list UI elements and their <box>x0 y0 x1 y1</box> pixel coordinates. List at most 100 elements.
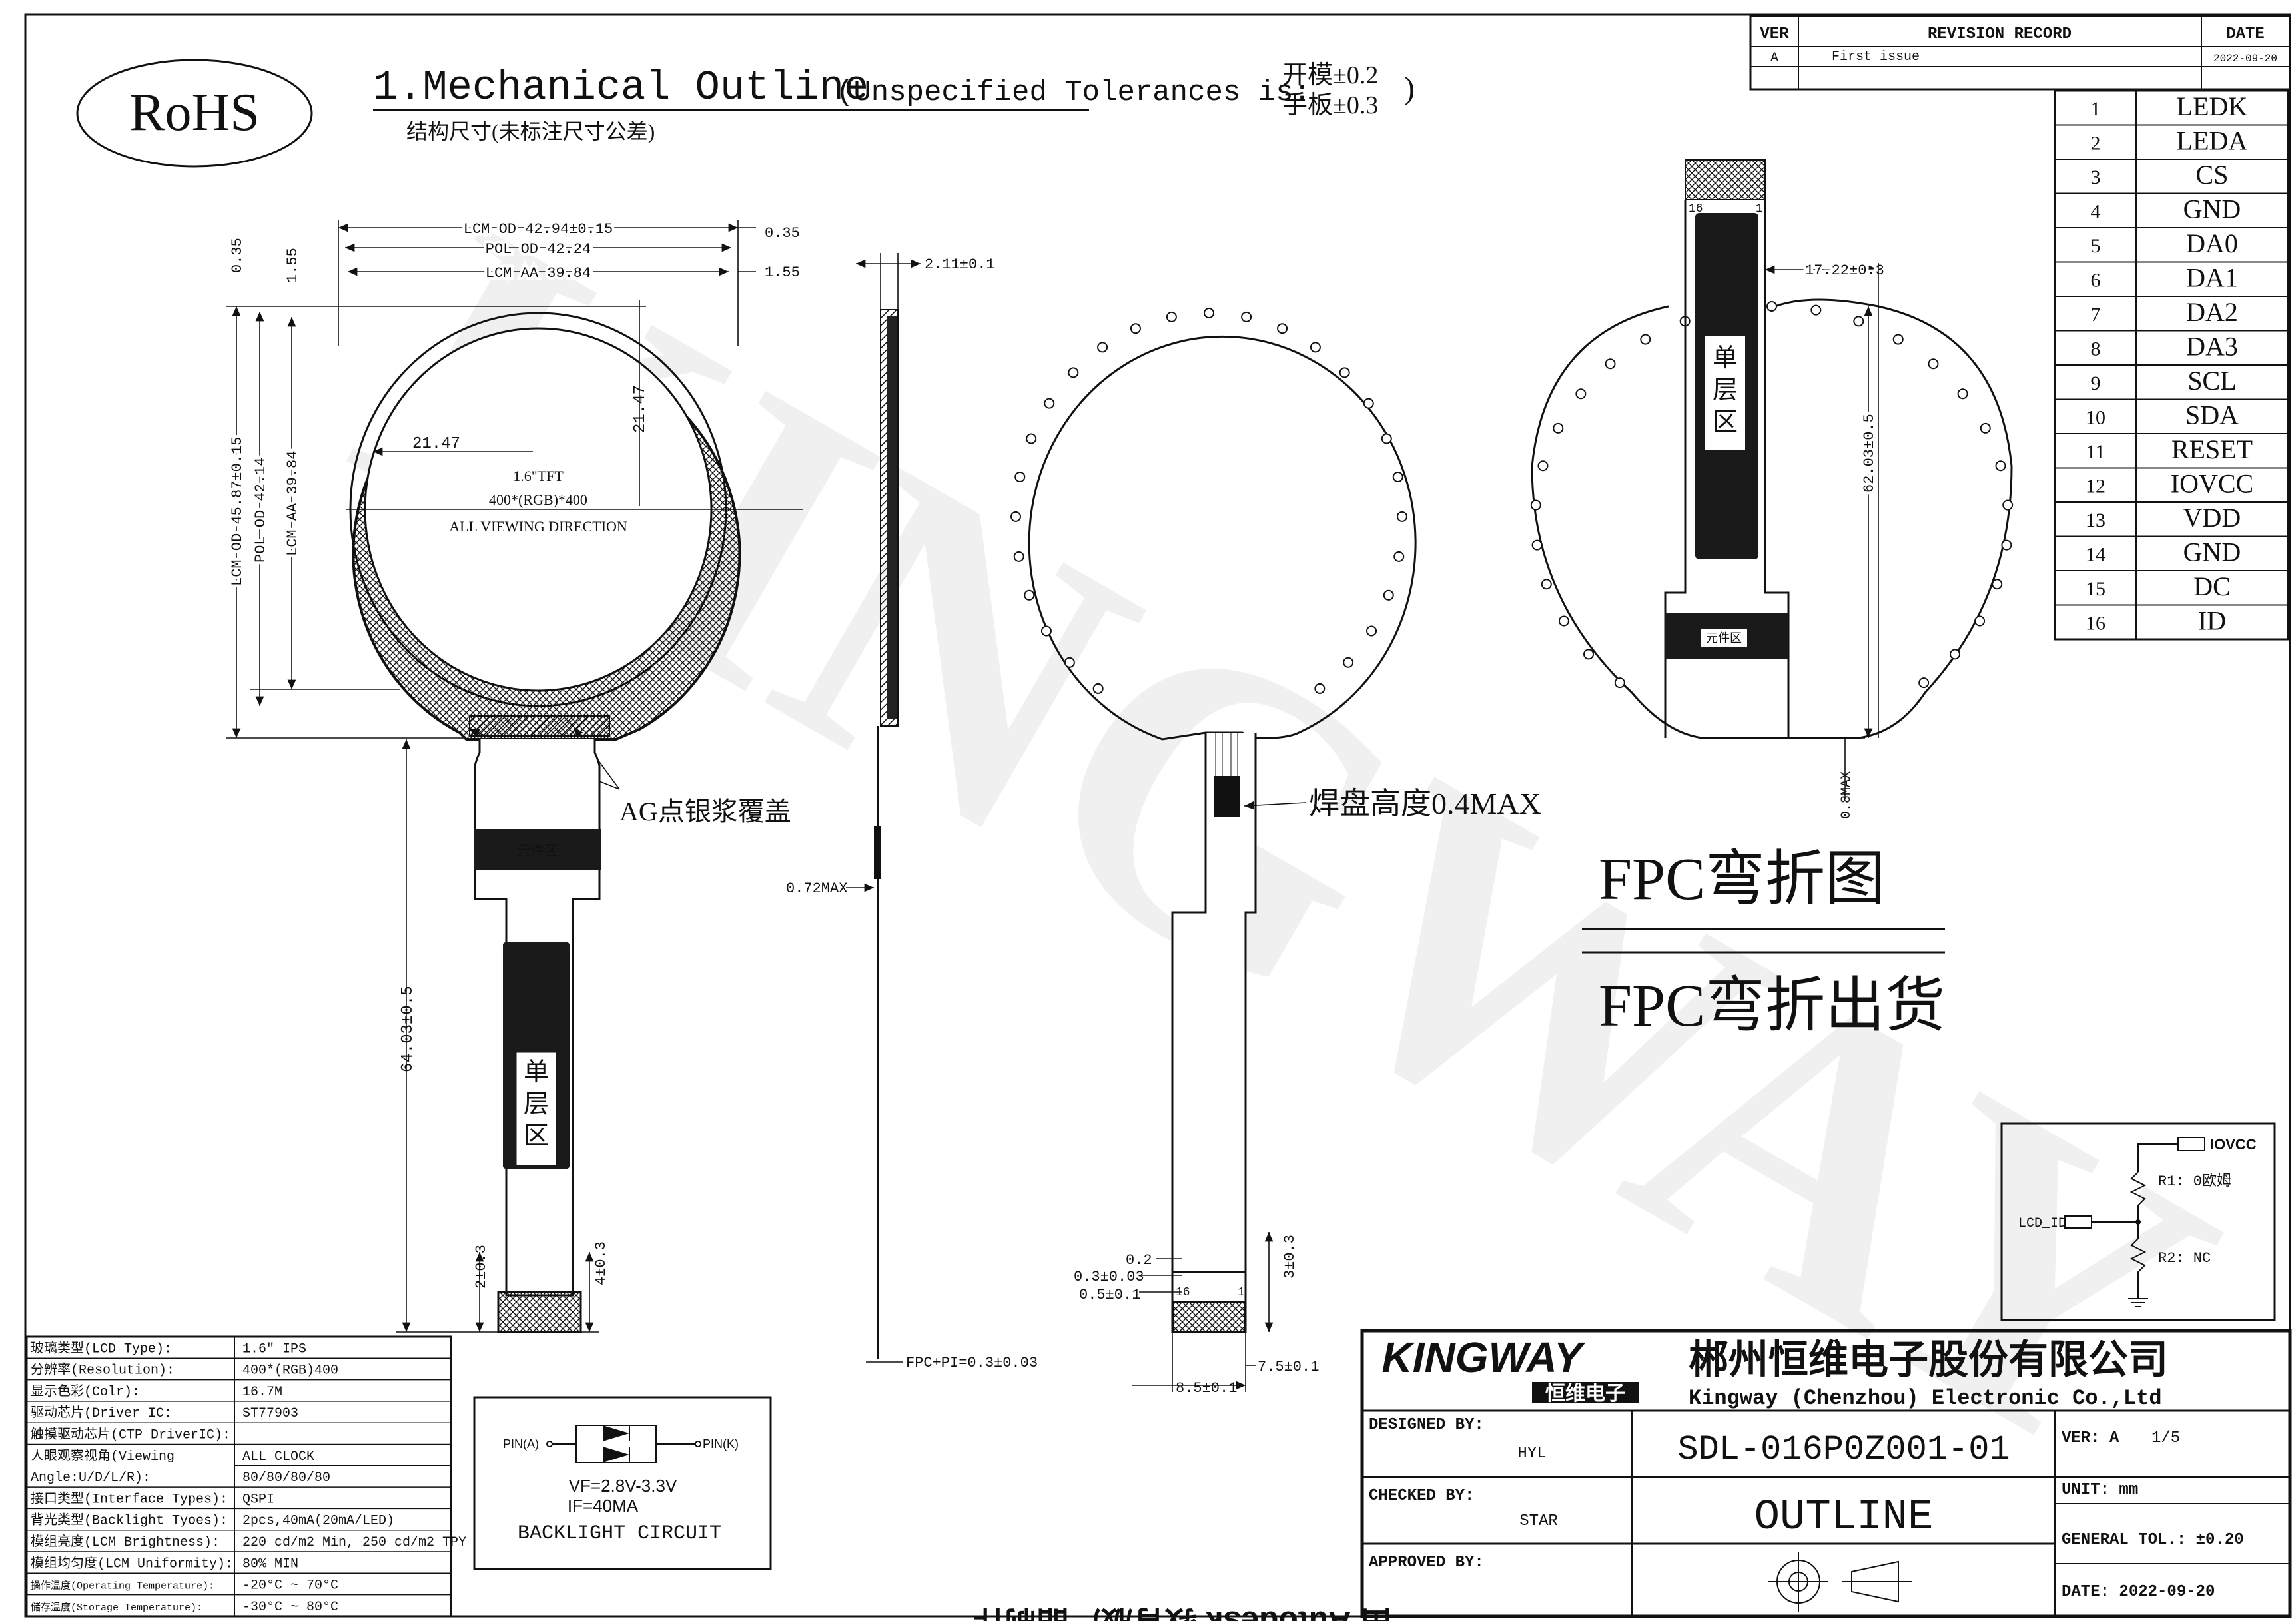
dim-bent-max: 0.8MAX <box>1839 771 1854 819</box>
iovcc-label: IOVCC <box>2210 1136 2257 1153</box>
bent-outline <box>1531 298 2013 739</box>
rohs-label: RoHS <box>129 83 260 142</box>
bent-single-layer-1: 单 <box>1713 344 1738 372</box>
back-gold-fingers <box>1173 1301 1245 1333</box>
pin-number: 16 <box>2086 613 2105 635</box>
page-title: 1.Mechanical Outline <box>373 64 869 111</box>
pin-signal: GND <box>2183 537 2241 567</box>
component-zone-label: 元件区 <box>518 843 558 858</box>
rohs-ellipse <box>76 59 313 168</box>
pin-signal: LEDK <box>2177 91 2248 121</box>
checked-by: STAR <box>1519 1512 1558 1530</box>
pin-signal: CS <box>2196 160 2229 190</box>
spec-label: Angle:U/D/L/R): <box>31 1470 151 1486</box>
revision-ver: A <box>1770 51 1778 66</box>
component-zone <box>474 829 601 870</box>
dim-center-y: 21.47 <box>631 385 649 433</box>
backlight-pin-k: PIN(K) <box>703 1437 739 1451</box>
bent-single-layer-2: 层 <box>1713 376 1738 404</box>
dim-02: 0.2 <box>1126 1252 1152 1269</box>
pin-signal: ID <box>2198 606 2226 636</box>
designed-by: HYL <box>1517 1445 1546 1462</box>
spec-value: 16.7M <box>242 1385 282 1400</box>
ag-silver-note: AG点银浆覆盖 <box>619 797 791 826</box>
revision-record: First issue <box>1832 49 1920 65</box>
single-layer-char-1: 单 <box>524 1058 549 1086</box>
spec-label: 驱动芯片(Driver IC: <box>31 1405 172 1421</box>
dim-lcm-aa-width: LCM AA 39.84 <box>486 265 591 282</box>
tolerance-open-mold: 开模±0.2 <box>1282 61 1378 89</box>
pin-signal: DA0 <box>2186 228 2238 258</box>
general-tolerance: GENERAL TOL.: ±0.20 <box>2062 1531 2244 1549</box>
version-label: VER: A <box>2062 1429 2119 1447</box>
spec-value: -30°C ~ 80°C <box>242 1600 338 1615</box>
pin-signal: LEDA <box>2177 126 2248 156</box>
revision-header-ver: VER <box>1760 25 1789 43</box>
pin-number: 9 <box>2091 372 2101 394</box>
dim-lcm-od-height: LCM OD 45.87±0.15 <box>229 437 246 586</box>
pin-number: 1 <box>2091 98 2101 120</box>
pin-signal: RESET <box>2171 434 2253 464</box>
tolerance-hand-board: 手板±0.3 <box>1282 91 1378 119</box>
pin-signal: DA3 <box>2186 332 2238 362</box>
dim-bent-width: 17.22±0.3 <box>1805 262 1884 279</box>
spec-value: -20°C ~ 70°C <box>242 1578 338 1594</box>
dim-thickness: 2.11±0.1 <box>925 256 995 273</box>
revision-date: 2022-09-20 <box>2213 53 2277 65</box>
bent-pin16: 16 <box>1689 202 1703 216</box>
drawing-date: DATE: 2022-09-20 <box>2062 1583 2215 1601</box>
kingway-logo: KINGWAY <box>1381 1333 1585 1381</box>
document-title: OUTLINE <box>1754 1494 1934 1542</box>
pin-number: 10 <box>2086 407 2105 429</box>
revision-header-date: DATE <box>2226 25 2265 43</box>
backlight-circuit: PIN(A) PIN(K) VF=2.8V-3.3V IF=40MA BACKL… <box>473 1396 772 1570</box>
dim-right-035: 0.35 <box>765 225 800 242</box>
single-layer-char-3: 区 <box>524 1122 549 1150</box>
spec-label: 触摸驱动芯片(CTP DriverIC): <box>31 1426 230 1443</box>
spec-value: QSPI <box>242 1492 274 1507</box>
dim-2: 2±0.3 <box>473 1245 490 1289</box>
bent-view: 16 1 单 层 区 元件区 17.22±0.3 62.03±0.5 0.8MA… <box>1530 159 2014 819</box>
pin-number: 15 <box>2086 578 2105 600</box>
pin-signal: GND <box>2183 194 2241 224</box>
spec-value: 400*(RGB)400 <box>242 1363 338 1379</box>
dim-85: 8.5±0.1 <box>1176 1380 1237 1397</box>
bent-component-label: 元件区 <box>1706 631 1742 645</box>
dim-left-155: 1.55 <box>284 248 301 283</box>
id-circuit: IOVCC R1: 0欧姆 LCD_ID R2: NC <box>2000 1122 2276 1321</box>
pin-signal: DC <box>2193 571 2231 601</box>
pin-number: 5 <box>2091 235 2101 257</box>
back-pin16: 16 <box>1176 1286 1190 1299</box>
revision-table: VER REVISION RECORD DATE A First issue 2… <box>1749 15 2291 91</box>
dim-center-x: 21.47 <box>412 435 460 453</box>
company-name-cn: 郴州恒维电子股份有限公司 <box>1689 1337 2168 1382</box>
r2-label: R2: NC <box>2158 1250 2211 1267</box>
viewing-label: ALL VIEWING DIRECTION <box>449 518 627 535</box>
dim-lcm-aa-height: LCM AA 39.84 <box>284 451 301 556</box>
spec-label: 操作温度(Operating Temperature): <box>31 1580 214 1592</box>
tolerance-close: ) <box>1404 71 1415 106</box>
back-outline <box>1028 335 1417 741</box>
back-view: 焊盘高度0.4MAX 16 1 0.2 0.3±0.03 0.5±0.1 3±0… <box>1010 308 1541 1397</box>
backlight-vf: VF=2.8V-3.3V <box>569 1476 677 1496</box>
spec-label: 模组均匀度(LCM Uniformity): <box>31 1555 233 1572</box>
fpc-gold-fingers <box>497 1291 582 1333</box>
pin-number: 14 <box>2086 544 2105 566</box>
part-number: SDL-016P0Z001-01 <box>1677 1430 2010 1469</box>
dim-right-155: 1.55 <box>765 264 800 281</box>
dim-pol-od-width: POL OD 42.24 <box>486 241 591 258</box>
dim-05: 0.5±0.1 <box>1079 1287 1140 1303</box>
bent-pin1: 1 <box>1756 202 1763 216</box>
page-number: 1/5 <box>2151 1429 2180 1447</box>
sheet-border <box>24 13 2291 1618</box>
tolerance-prefix: (Unspecified Tolerances is: <box>836 76 1311 109</box>
bent-single-layer-3: 区 <box>1713 408 1738 436</box>
spec-label: 储存温度(Storage Temperature): <box>31 1602 202 1614</box>
approved-by-label: APPROVED BY: <box>1369 1554 1484 1572</box>
spec-label: 显示色彩(Colr): <box>31 1383 140 1400</box>
spec-value: 2pcs,40mA(20mA/LED) <box>242 1514 394 1529</box>
spec-label: 人眼观察视角(Viewing <box>31 1448 175 1464</box>
checked-by-label: CHECKED BY: <box>1369 1487 1474 1505</box>
spec-value: 220 cd/m2 Min, 250 cd/m2 TPY <box>242 1535 466 1550</box>
